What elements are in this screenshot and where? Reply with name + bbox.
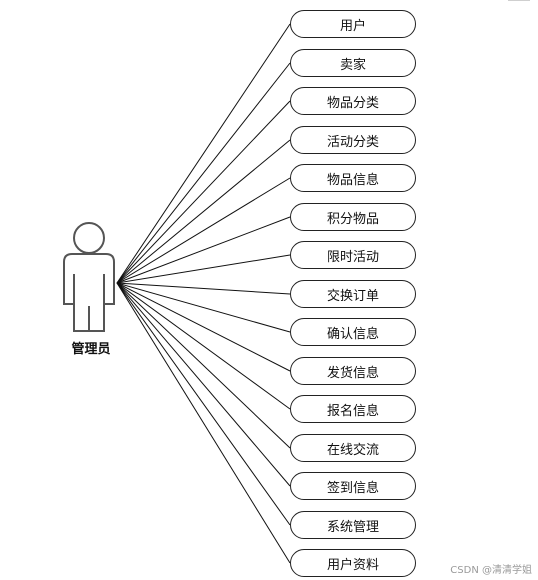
actor-head-icon [73,222,105,254]
association-line [116,23,291,284]
use-case-oval: 在线交流 [290,434,416,462]
use-case-oval: 限时活动 [290,241,416,269]
association-line [116,282,291,295]
association-line [116,282,291,564]
actor-label: 管理员 [71,342,111,357]
association-line [116,282,291,487]
use-case-oval: 签到信息 [290,472,416,500]
association-lines [116,23,291,564]
association-line [116,282,291,449]
association-line [116,177,291,284]
association-line [116,282,291,333]
association-line [116,100,291,284]
use-case-oval: 报名信息 [290,395,416,423]
use-case-oval: 交换订单 [290,280,416,308]
use-case-oval: 积分物品 [290,203,416,231]
association-line [116,139,291,284]
use-case-oval: 物品信息 [290,164,416,192]
association-line [116,254,291,284]
use-case-oval: 物品分类 [290,87,416,115]
use-case-oval: 用户 [290,10,416,38]
watermark: CSDN @清清学姐 [450,565,532,576]
use-case-oval: 用户资料 [290,549,416,577]
use-case-oval: 活动分类 [290,126,416,154]
association-line [116,282,291,372]
corner-decoration [508,0,530,7]
association-line [116,282,291,410]
actor-figure [63,222,115,332]
use-case-oval: 卖家 [290,49,416,77]
use-case-oval: 系统管理 [290,511,416,539]
association-line [116,216,291,284]
association-line [116,282,291,526]
use-case-oval: 发货信息 [290,357,416,385]
actor-body-icon [63,253,115,332]
association-line [116,62,291,284]
use-case-oval: 确认信息 [290,318,416,346]
